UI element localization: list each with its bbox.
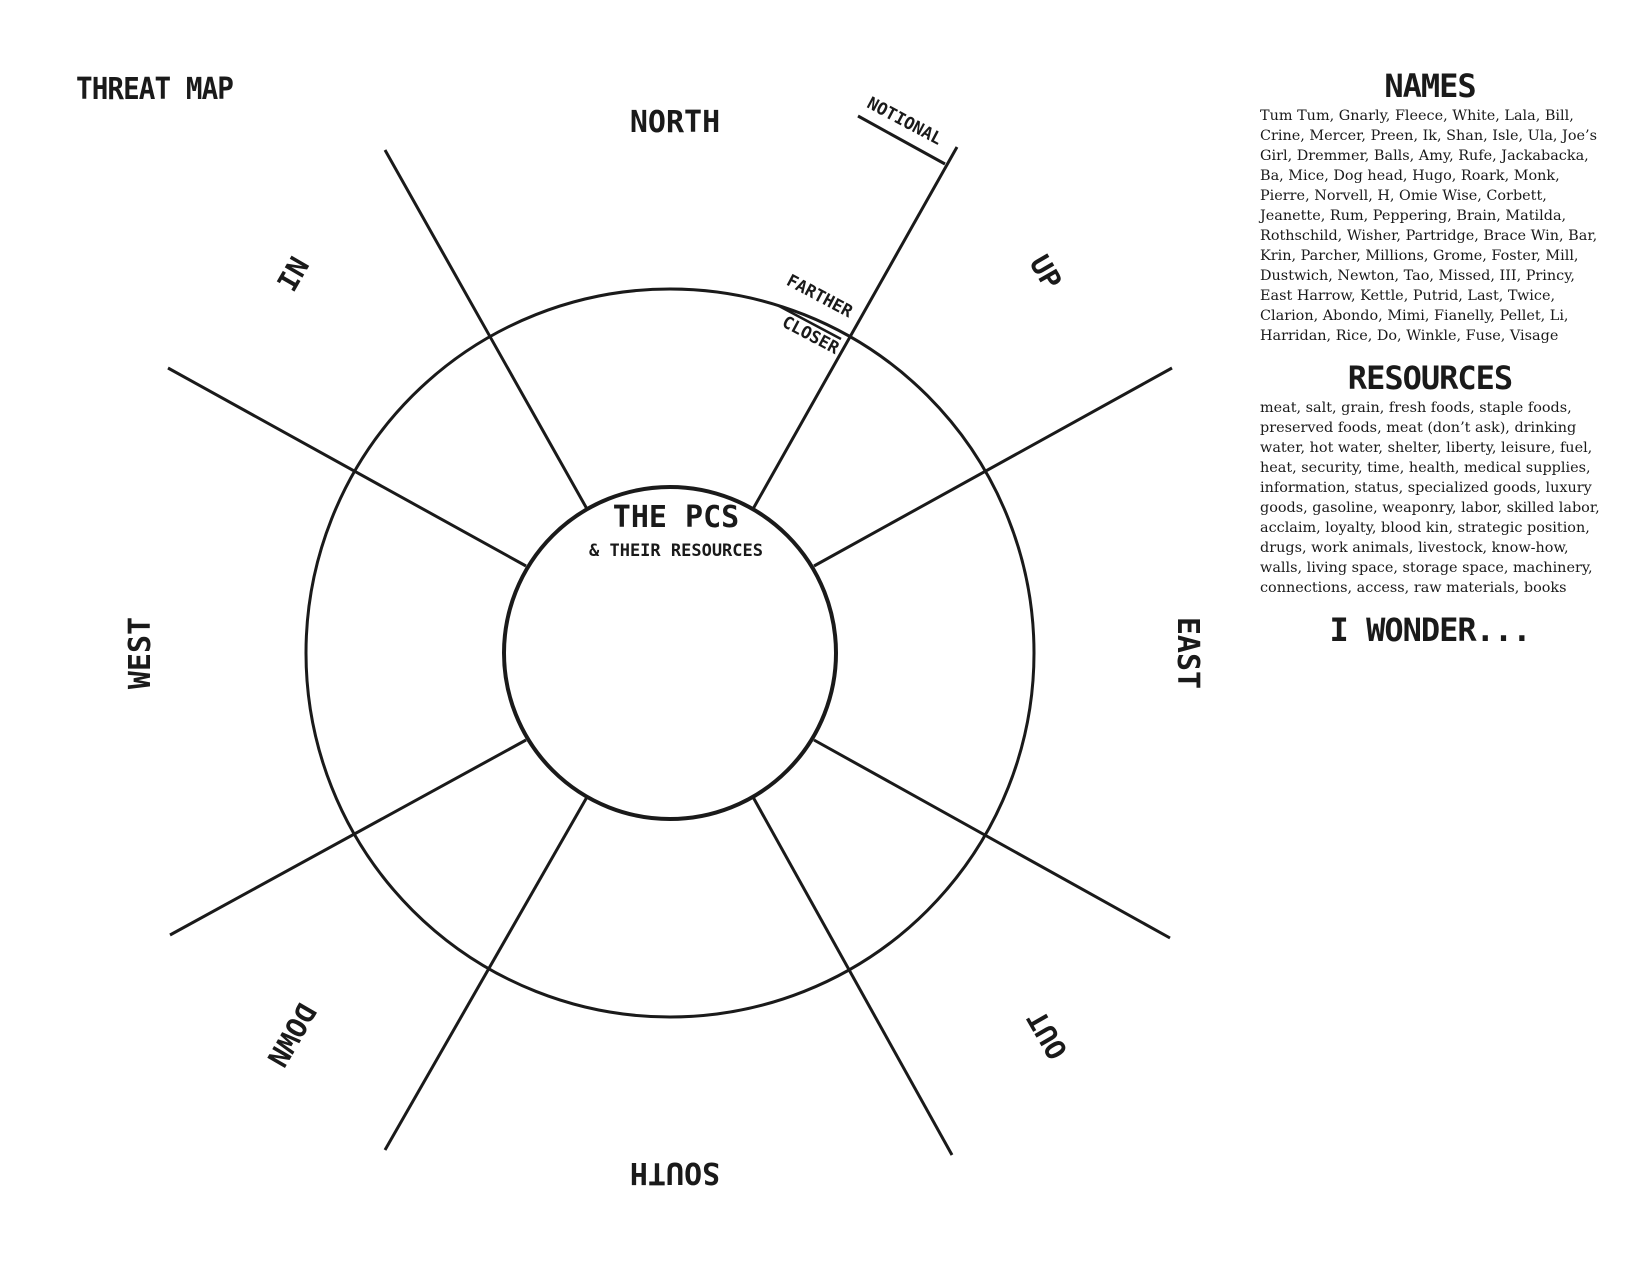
direction-in: IN: [271, 251, 316, 297]
names-heading: NAMES: [1384, 67, 1476, 105]
direction-north: NORTH: [630, 105, 720, 140]
direction-out: OUT: [1020, 1005, 1074, 1065]
page-title: THREAT MAP: [76, 72, 234, 107]
wonder-heading: I WONDER...: [1329, 611, 1532, 649]
spoke-sse: [751, 796, 954, 1156]
direction-down: DOWN: [260, 997, 322, 1072]
spoke-wsw: [169, 738, 527, 937]
resources-list: meat, salt, grain, fresh foods, staple f…: [1260, 400, 1600, 596]
center-title: THE PCS: [613, 500, 739, 535]
outer-ring: [304, 287, 1036, 1019]
direction-west: WEST: [123, 617, 158, 689]
reference-sidebar: NAMES Tum Tum, Gnarly, Fleece, White, La…: [1260, 70, 1600, 650]
resources-heading: RESOURCES: [1347, 359, 1513, 397]
inner-circle: [502, 485, 838, 821]
direction-south: SOUTH: [630, 1155, 720, 1190]
notional-bar: [857, 114, 946, 166]
spoke-ssw: [383, 796, 589, 1151]
spoke-ene: [813, 366, 1173, 568]
spoke-wnw: [167, 366, 527, 568]
label-closer: CLOSER: [779, 312, 843, 359]
direction-east: EAST: [1170, 617, 1205, 689]
spoke-nne: [751, 146, 959, 510]
spoke-ese: [813, 738, 1171, 940]
center-subtitle: & THEIR RESOURCES: [589, 541, 763, 561]
direction-up: UP: [1023, 249, 1068, 295]
spoke-nnw: [383, 149, 589, 510]
farther-closer-divider: [778, 304, 842, 341]
names-list: Tum Tum, Gnarly, Fleece, White, Lala, Bi…: [1260, 108, 1598, 344]
